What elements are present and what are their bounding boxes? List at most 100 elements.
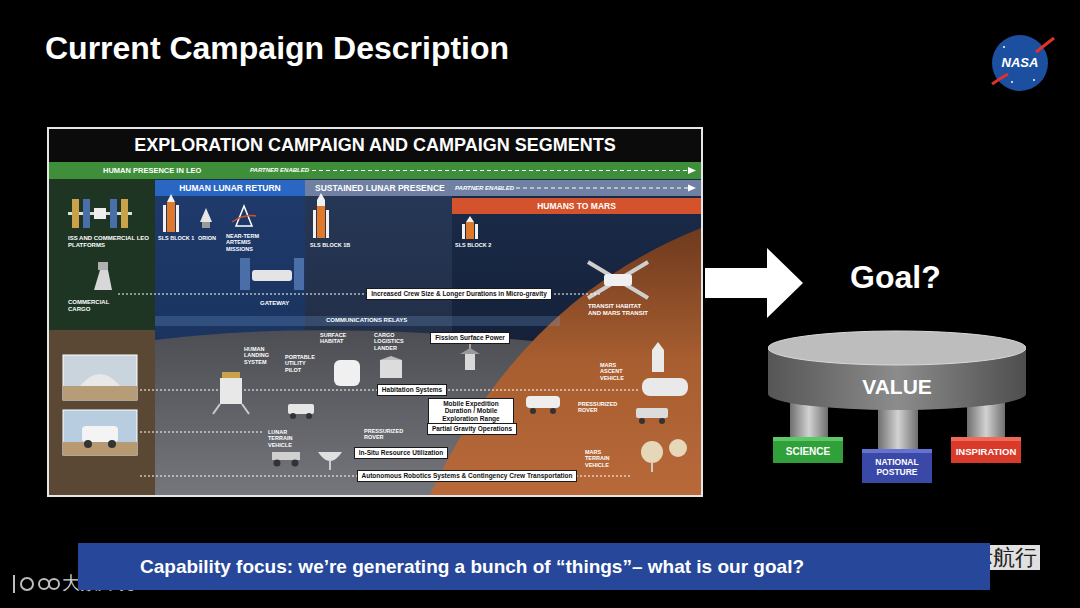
campaign-illustration (318, 452, 342, 461)
part-label: SLS BLOCK 2 (455, 242, 491, 248)
nasa-logo (992, 35, 1048, 91)
part-label: PORTABLE UTILITY PILOT (285, 354, 319, 373)
campaign-illustration (176, 205, 179, 232)
capability-box: In-Situ Resource Utilization (354, 447, 449, 458)
segment-band: HUMAN PRESENCE IN LEOPARTNER ENABLED (49, 162, 701, 179)
campaign-illustration (659, 418, 665, 424)
segment-band: HUMANS TO MARS (452, 198, 701, 214)
campaign-illustration (317, 200, 325, 206)
campaign-illustration (49, 162, 701, 495)
node-text: SCIENCE (786, 446, 830, 458)
campaign-illustration (220, 378, 242, 404)
campaign-illustration (639, 418, 645, 424)
pillar (790, 402, 828, 440)
campaign-illustration (240, 258, 250, 290)
campaign-illustration (49, 162, 155, 495)
campaign-illustration (288, 404, 314, 414)
campaign-illustration (516, 187, 688, 188)
part-label: SLS BLOCK 1B (310, 242, 350, 248)
campaign-illustration (110, 199, 117, 228)
campaign-illustration (82, 426, 118, 442)
part-label: ORION (198, 235, 216, 241)
campaign-illustration (526, 396, 560, 408)
watermark-icon (49, 579, 59, 589)
node-text: INSPIRATION (956, 447, 1017, 458)
campaign-illustration (588, 262, 648, 298)
part-label: MARS ASCENT VEHICLE (600, 362, 636, 381)
node-text: PARTNER ENABLED (455, 180, 514, 196)
slide-title: Current Campaign Description (45, 30, 509, 67)
node-text: EXPLORATION CAMPAIGN AND CAMPAIGN SEGMEN… (49, 129, 701, 162)
node-text: SUSTAINED LUNAR PRESENCE (315, 180, 445, 196)
caption-text: Capability focus: we’re generating a bun… (140, 543, 804, 590)
caption-bar: Capability focus: we’re generating a bun… (78, 543, 990, 590)
campaign-illustration (155, 180, 305, 196)
nasa-logo (1003, 46, 1005, 48)
capability-box: Fission Surface Power (430, 332, 510, 343)
campaign-illustration (452, 198, 701, 214)
campaign-illustration (222, 372, 240, 378)
watermark-icon (21, 578, 33, 590)
part-label: CARGO LOGISTICS LANDER (374, 332, 418, 351)
part-label: MARS TERRAIN VEHICLE (585, 449, 627, 468)
campaign-illustration (49, 330, 155, 495)
campaign-illustration (462, 224, 465, 239)
goal-label: Goal? (850, 259, 941, 296)
campaign-illustration (460, 348, 480, 354)
campaign-illustration (213, 404, 220, 414)
campaign-illustration (202, 222, 210, 228)
nasa-logo (1036, 38, 1054, 52)
node-text: VALUE (768, 375, 1026, 399)
campaign-illustration (274, 460, 281, 467)
watermark-icon (14, 575, 59, 593)
pillar (967, 402, 1005, 440)
node-text: HUMAN LUNAR RETURN (155, 180, 305, 196)
part-label: ISS AND COMMERCIAL LEO PLATFORMS (68, 235, 150, 249)
flow-arrow (705, 248, 803, 318)
campaign-illustration (63, 442, 137, 455)
node-text: NATIONAL POSTURE (865, 458, 929, 478)
campaign-illustration (80, 374, 120, 386)
campaign-illustration (466, 216, 474, 222)
node-text: HUMANS TO MARS (452, 198, 701, 214)
campaign-illustration (292, 460, 299, 467)
campaign-illustration (466, 222, 474, 239)
logo-text: NASA (1002, 56, 1039, 71)
node-text: Fission Surface Power (435, 334, 505, 341)
capability-box: Partial Gravity Operations (427, 423, 517, 434)
part-label: SLS BLOCK 1 (158, 235, 194, 241)
campaign-illustration (140, 432, 262, 433)
segment-band: HUMAN LUNAR RETURN (155, 180, 305, 196)
campaign-illustration (84, 440, 92, 448)
campaign-illustration (312, 170, 688, 171)
campaign-illustration (642, 378, 688, 396)
campaign-illustration (669, 439, 687, 457)
nasa-logo (992, 35, 1054, 91)
nasa-logo (1033, 79, 1035, 81)
node-text: Autonomous Robotics Systems & Contingenc… (362, 472, 573, 479)
campaign-illustration (530, 408, 536, 414)
campaign-illustration (588, 262, 648, 298)
pillar-base: INSPIRATION (951, 437, 1021, 463)
campaign-illustration (108, 440, 116, 448)
campaign-illustration (317, 206, 325, 238)
campaign-illustration (63, 410, 137, 455)
node-text: Increased Crew Size & Longer Durations i… (371, 290, 547, 297)
campaign-illustration (63, 386, 137, 400)
node-text: In-Situ Resource Utilization (359, 449, 444, 456)
campaign-illustration (121, 199, 128, 228)
nasa-logo (992, 74, 1008, 84)
part-label: HUMAN LANDING SYSTEM (244, 346, 282, 365)
campaign-illustration (334, 360, 360, 386)
campaign-illustration (651, 463, 653, 472)
nasa-logo (1011, 81, 1013, 83)
campaign-illustration (63, 355, 137, 400)
campaign-illustration (98, 262, 108, 270)
value-pedestal: VALUE (768, 330, 1026, 412)
campaign-illustration (294, 258, 304, 290)
campaign-illustration (94, 208, 106, 219)
campaign-illustration (380, 360, 402, 378)
campaign-illustration (72, 199, 79, 228)
